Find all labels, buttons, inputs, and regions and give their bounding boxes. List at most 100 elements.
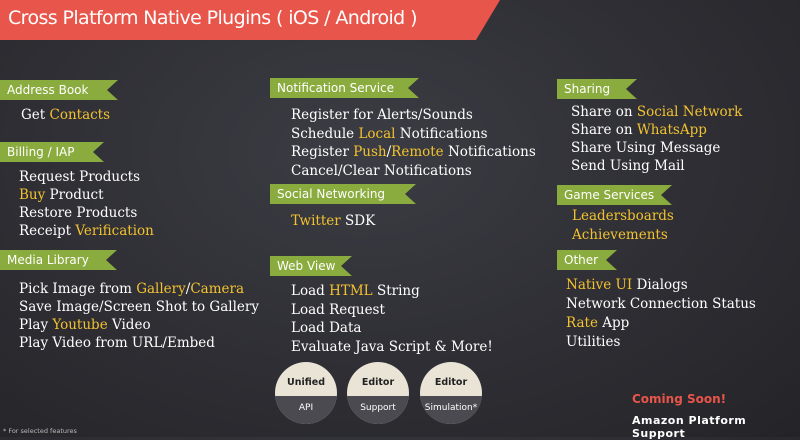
feature-highlight: Gallery bbox=[136, 281, 186, 297]
feature-text: Register for Alerts/Sounds bbox=[291, 107, 473, 123]
feature-text: Restore Products bbox=[19, 205, 138, 221]
feature-highlight: WhatsApp bbox=[636, 122, 707, 138]
feature-text: Receipt bbox=[19, 223, 76, 239]
feature-item: Request Products bbox=[19, 169, 140, 185]
badge-top-label: Unified bbox=[286, 377, 326, 388]
feature-highlight: Local bbox=[358, 125, 396, 142]
feature-item: Receipt Verification bbox=[19, 223, 154, 239]
feature-item: Buy Product bbox=[19, 187, 104, 203]
section-social: Social Networking bbox=[270, 184, 416, 204]
feature-highlight: Twitter bbox=[291, 213, 341, 229]
feature-text: Save Image/Screen Shot to Gallery bbox=[19, 299, 259, 315]
badge-bottom-label: API bbox=[275, 396, 337, 424]
feature-text: / bbox=[185, 281, 191, 297]
feature-text: Product bbox=[45, 187, 104, 203]
feature-item: Load Data bbox=[291, 320, 361, 336]
feature-highlight: Buy bbox=[19, 187, 46, 203]
section-game-services: Game Services bbox=[557, 185, 672, 205]
section-media-library: Media Library bbox=[0, 250, 117, 270]
feature-item: Achievements bbox=[572, 227, 668, 243]
feature-item: Register for Alerts/Sounds bbox=[291, 107, 473, 123]
feature-text: Utilities bbox=[566, 334, 621, 350]
feature-text: App bbox=[597, 315, 630, 331]
feature-text: Play Video from URL/Embed bbox=[19, 335, 215, 351]
feature-highlight: Push bbox=[353, 144, 387, 160]
feature-highlight: Contacts bbox=[49, 107, 111, 123]
feature-highlight: Remote bbox=[391, 144, 444, 160]
feature-text: Load bbox=[291, 283, 330, 299]
feature-item: Share on WhatsApp bbox=[571, 122, 707, 138]
feature-text: Dialogs bbox=[632, 277, 688, 293]
feature-text: Share Using Message bbox=[571, 140, 721, 156]
feature-highlight: Youtube bbox=[52, 317, 108, 333]
feature-text: Load Data bbox=[291, 320, 362, 336]
feature-text: Get bbox=[21, 107, 50, 123]
feature-item: Play Youtube Video bbox=[19, 317, 151, 333]
amazon-support-label: Amazon Platform Support bbox=[632, 414, 747, 440]
feature-item: Send Using Mail bbox=[571, 158, 685, 174]
badge-top-label: Editor bbox=[361, 377, 395, 388]
feature-highlight: Native UI bbox=[566, 277, 633, 293]
feature-highlight: Achievements bbox=[572, 227, 668, 243]
feature-text: Cancel/Clear Notifications bbox=[291, 162, 472, 179]
feature-text: Pick Image from bbox=[19, 281, 137, 297]
section-web-view: Web View bbox=[270, 256, 352, 276]
feature-item: Load HTML String bbox=[291, 283, 420, 299]
feature-item: Play Video from URL/Embed bbox=[19, 335, 215, 351]
feature-item: Share on Social Network bbox=[571, 104, 742, 120]
title-banner bbox=[0, 0, 500, 40]
feature-text: Share on bbox=[571, 104, 637, 120]
feature-item: Pick Image from Gallery/Camera bbox=[19, 281, 244, 297]
feature-text: Register bbox=[291, 144, 354, 160]
feature-highlight: Verification bbox=[75, 223, 154, 239]
feature-item: Leadersboards bbox=[572, 208, 674, 224]
feature-text: Network Connection Status bbox=[566, 296, 756, 312]
section-address-book: Address Book bbox=[0, 80, 118, 100]
feature-text: Video bbox=[107, 317, 151, 333]
feature-highlight: Rate bbox=[566, 315, 598, 331]
feature-text: Notifications bbox=[395, 125, 488, 142]
feature-item: Register Push/Remote Notifications bbox=[291, 144, 536, 160]
feature-text: Notifications bbox=[443, 144, 536, 160]
footnote: * For selected features bbox=[3, 427, 77, 435]
feature-item: Share Using Message bbox=[571, 140, 720, 156]
feature-item: Evaluate Java Script & More! bbox=[291, 339, 493, 355]
section-sharing: Sharing bbox=[557, 79, 637, 99]
feature-text: Share on bbox=[571, 122, 637, 138]
page-title: Cross Platform Native Plugins ( iOS / An… bbox=[8, 7, 417, 29]
feature-text: SDK bbox=[340, 213, 376, 229]
section-billing: Billing / IAP bbox=[0, 142, 104, 162]
section-notification: Notification Service bbox=[270, 78, 419, 98]
badge-bottom-label: Simulation* bbox=[420, 396, 482, 424]
feature-item: Cancel/Clear Notifications bbox=[291, 163, 472, 179]
feature-text: Evaluate Java Script & More! bbox=[291, 338, 493, 355]
feature-item: Get Contacts bbox=[21, 107, 110, 123]
feature-text: Send Using Mail bbox=[571, 158, 685, 174]
badge-top-label: Editor bbox=[434, 377, 468, 388]
feature-item: Native UI Dialogs bbox=[566, 277, 688, 293]
feature-item: Rate App bbox=[566, 315, 629, 331]
feature-item: Restore Products bbox=[19, 205, 137, 221]
feature-text: Schedule bbox=[291, 125, 359, 142]
badge-unified-api: Unified API bbox=[275, 362, 337, 424]
feature-item: Load Request bbox=[291, 302, 385, 318]
coming-soon-label: Coming Soon! bbox=[632, 392, 727, 406]
feature-item: Twitter SDK bbox=[291, 213, 375, 229]
feature-item: Schedule Local Notifications bbox=[291, 126, 488, 142]
feature-text: Request Products bbox=[19, 169, 141, 185]
badge-editor-support: Editor Support bbox=[347, 362, 409, 424]
feature-highlight: HTML bbox=[329, 283, 373, 299]
section-other: Other bbox=[557, 250, 617, 270]
badge-bottom-label: Support bbox=[347, 396, 409, 424]
feature-item: Save Image/Screen Shot to Gallery bbox=[19, 299, 259, 315]
badge-editor-simulation: Editor Simulation* bbox=[420, 362, 482, 424]
feature-text: String bbox=[372, 283, 420, 299]
feature-highlight: Social Network bbox=[636, 104, 743, 120]
feature-highlight: Leadersboards bbox=[572, 208, 674, 224]
feature-text: Play bbox=[19, 317, 53, 333]
feature-text: / bbox=[386, 144, 392, 160]
feature-text: Load Request bbox=[291, 301, 385, 318]
feature-highlight: Camera bbox=[190, 281, 244, 297]
feature-item: Network Connection Status bbox=[566, 296, 756, 312]
feature-item: Utilities bbox=[566, 334, 620, 350]
